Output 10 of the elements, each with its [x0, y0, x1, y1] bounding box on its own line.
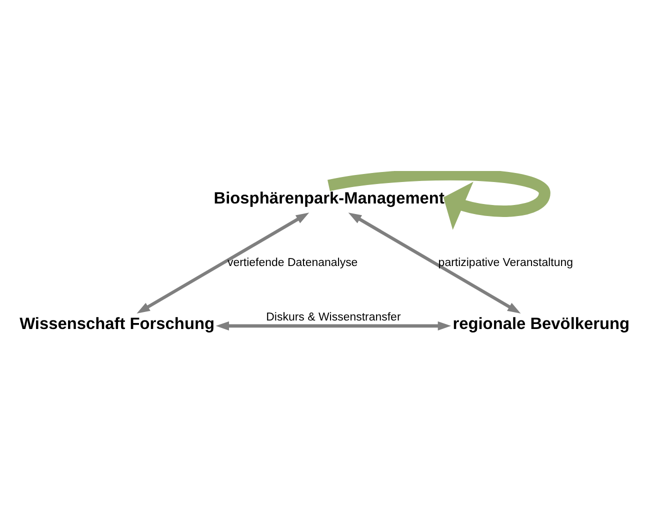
node-text: Wissenschaft Forschung — [20, 314, 215, 333]
edge-label: Diskurs & Wissenstransfer — [266, 310, 401, 323]
node-text: regionale Bevölkerung — [452, 314, 630, 333]
node-text: Biosphärenpark-Management — [214, 189, 444, 208]
arrow — [328, 170, 550, 230]
edge-label: partizipative Veranstaltung — [438, 256, 574, 269]
arrow — [348, 212, 521, 313]
arrow — [216, 320, 452, 330]
arrow — [136, 212, 310, 313]
edge-label: vertiefende Datenanalyse — [227, 256, 358, 269]
